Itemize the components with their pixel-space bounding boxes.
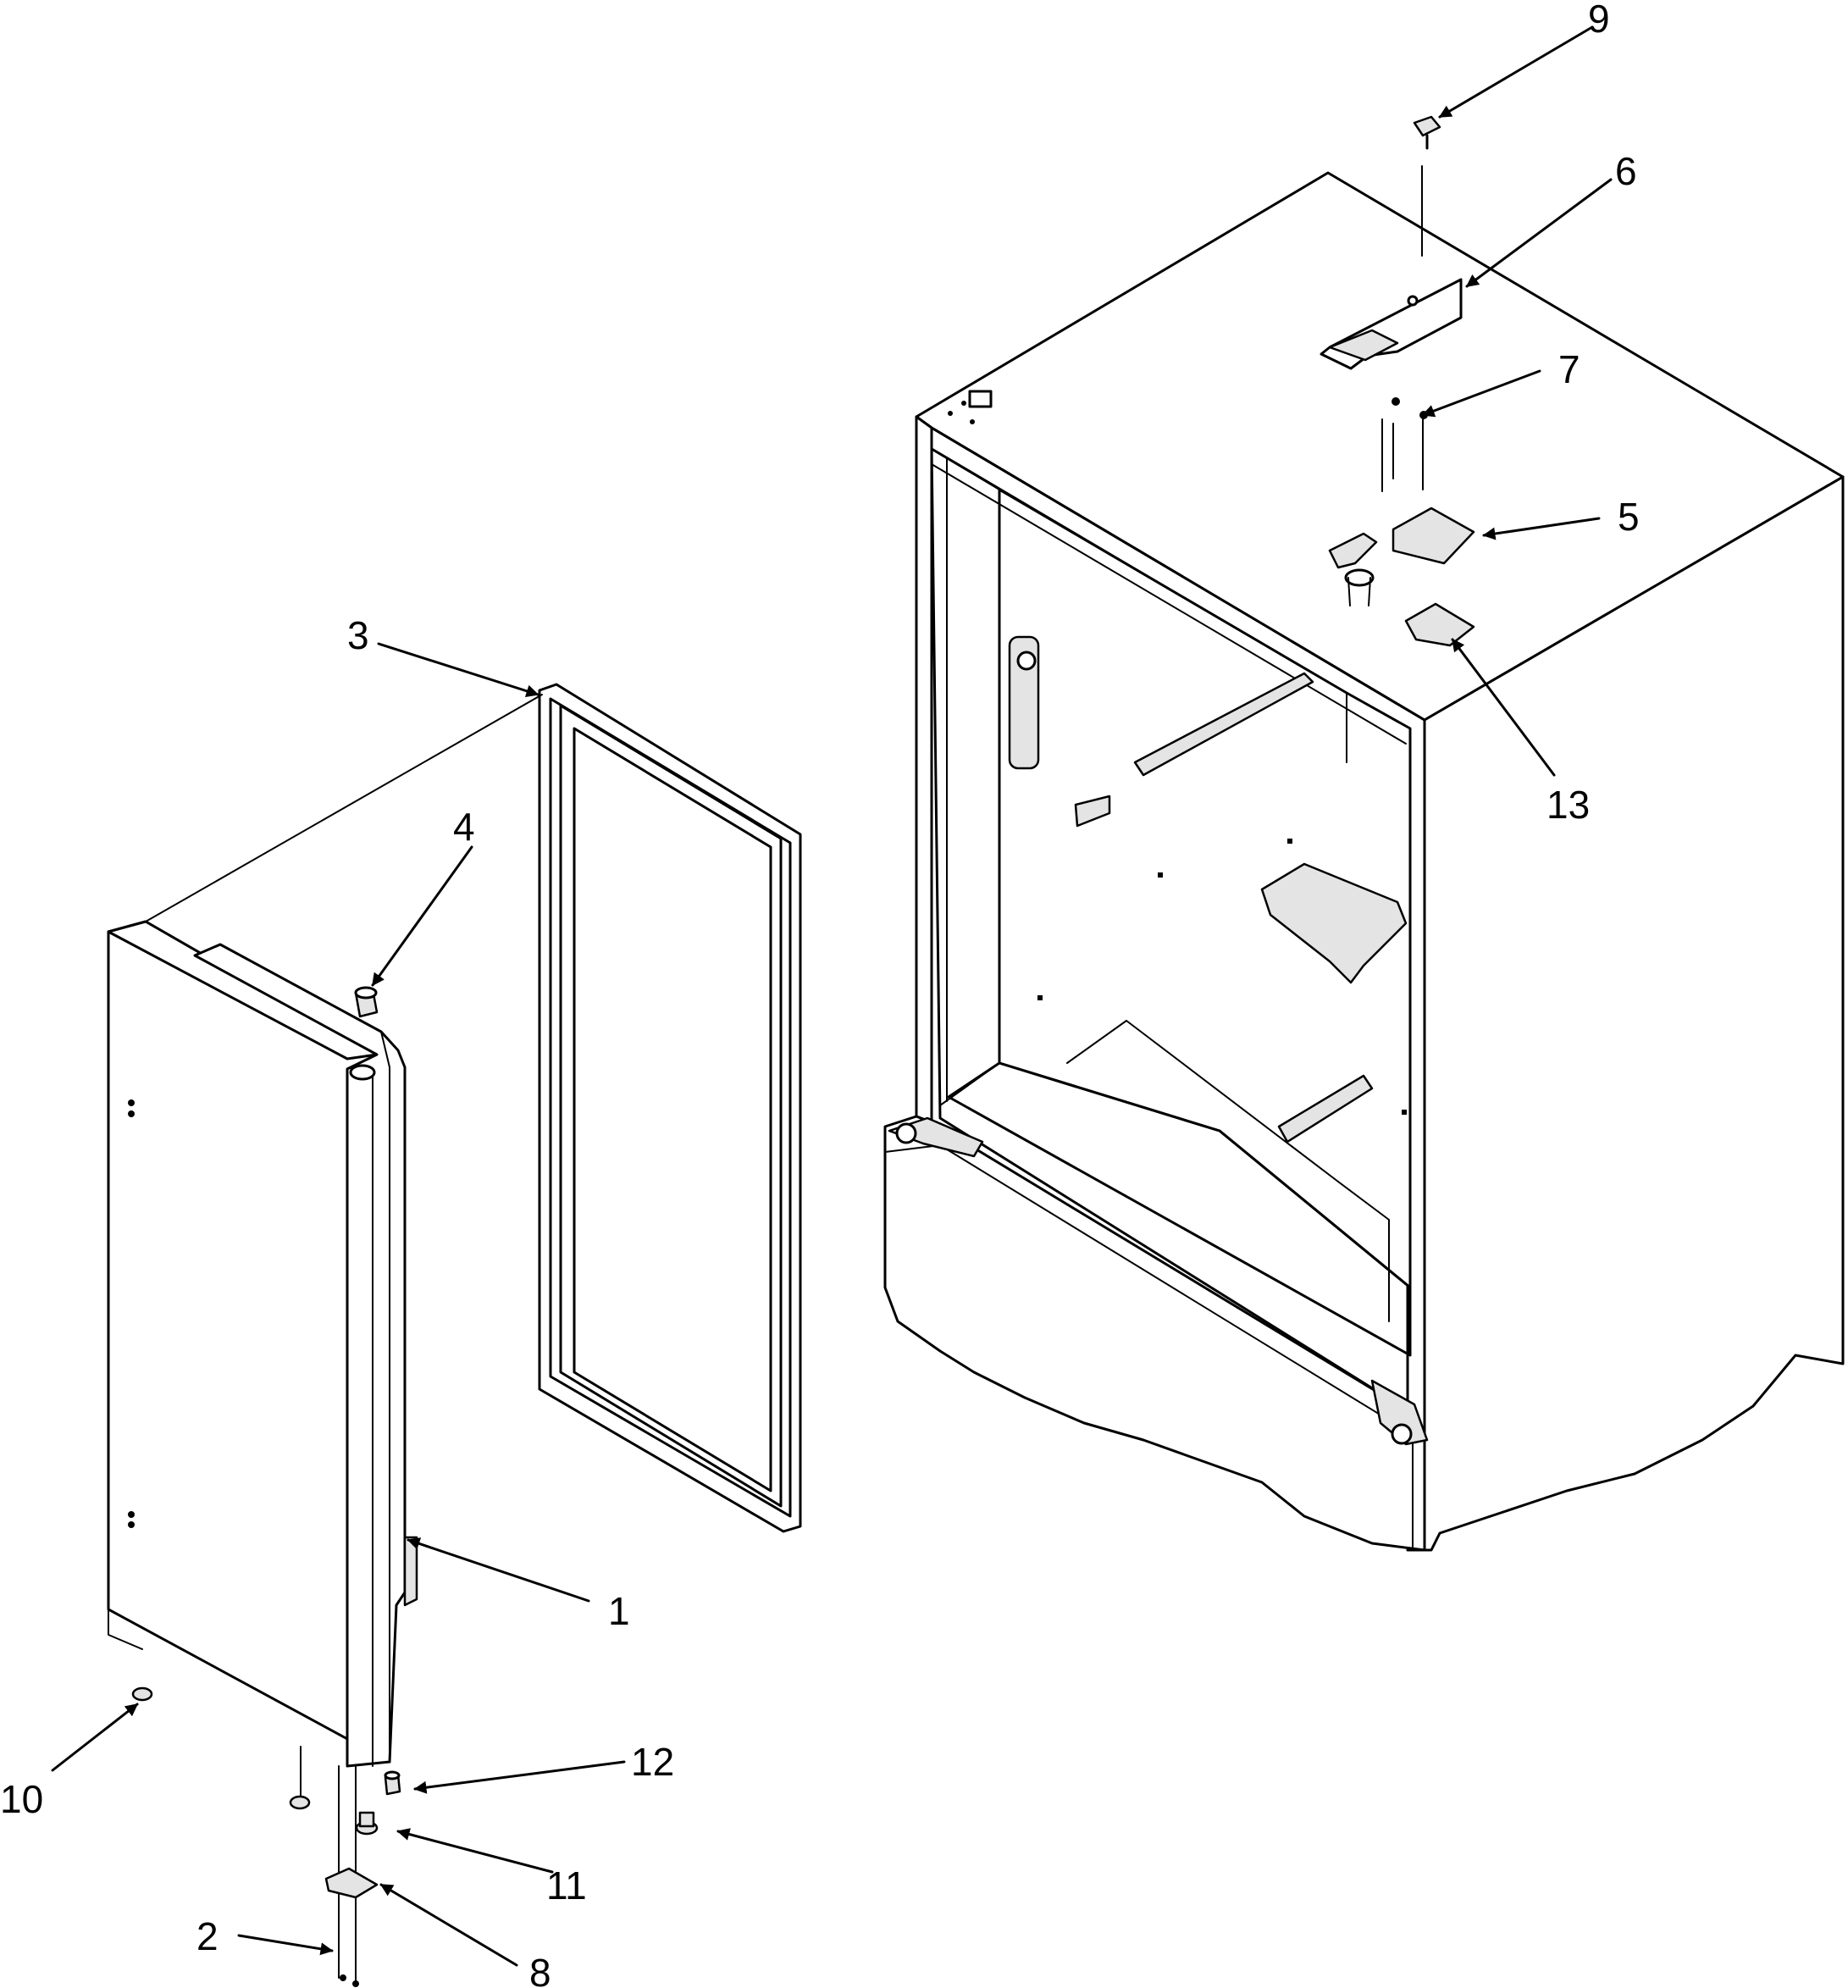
callout-label-13: 13	[1546, 783, 1590, 827]
callout-label-8: 8	[529, 1951, 551, 1988]
door-bottom-hardware	[131, 1686, 401, 1987]
callout-leaders	[51, 25, 1613, 1967]
callout-label-12: 12	[631, 1740, 674, 1784]
callout-label-2: 2	[196, 1914, 219, 1958]
callout-label-1: 1	[608, 1589, 630, 1633]
callout-label-3: 3	[347, 613, 369, 657]
callout-label-9: 9	[1588, 0, 1610, 41]
door-gasket	[538, 683, 802, 1533]
callout-label-10: 10	[0, 1777, 43, 1821]
hinge-screw	[1413, 115, 1441, 257]
callout-labels: 9 6 7 5 13 3 4 1 10 12 11 2 8	[0, 0, 1640, 1988]
refrigerator-door	[107, 920, 418, 1801]
door-stop-top	[354, 986, 379, 1018]
top-hinge	[1328, 507, 1475, 606]
callout-label-5: 5	[1618, 495, 1640, 539]
callout-label-4: 4	[453, 805, 475, 849]
refrigerator-cabinet	[883, 171, 1845, 1552]
callout-label-11: 11	[546, 1863, 587, 1908]
hinge-shim	[1404, 602, 1475, 647]
top-hinge-cover	[1320, 278, 1463, 370]
callout-label-6: 6	[1615, 149, 1637, 193]
callout-label-7: 7	[1558, 347, 1580, 391]
